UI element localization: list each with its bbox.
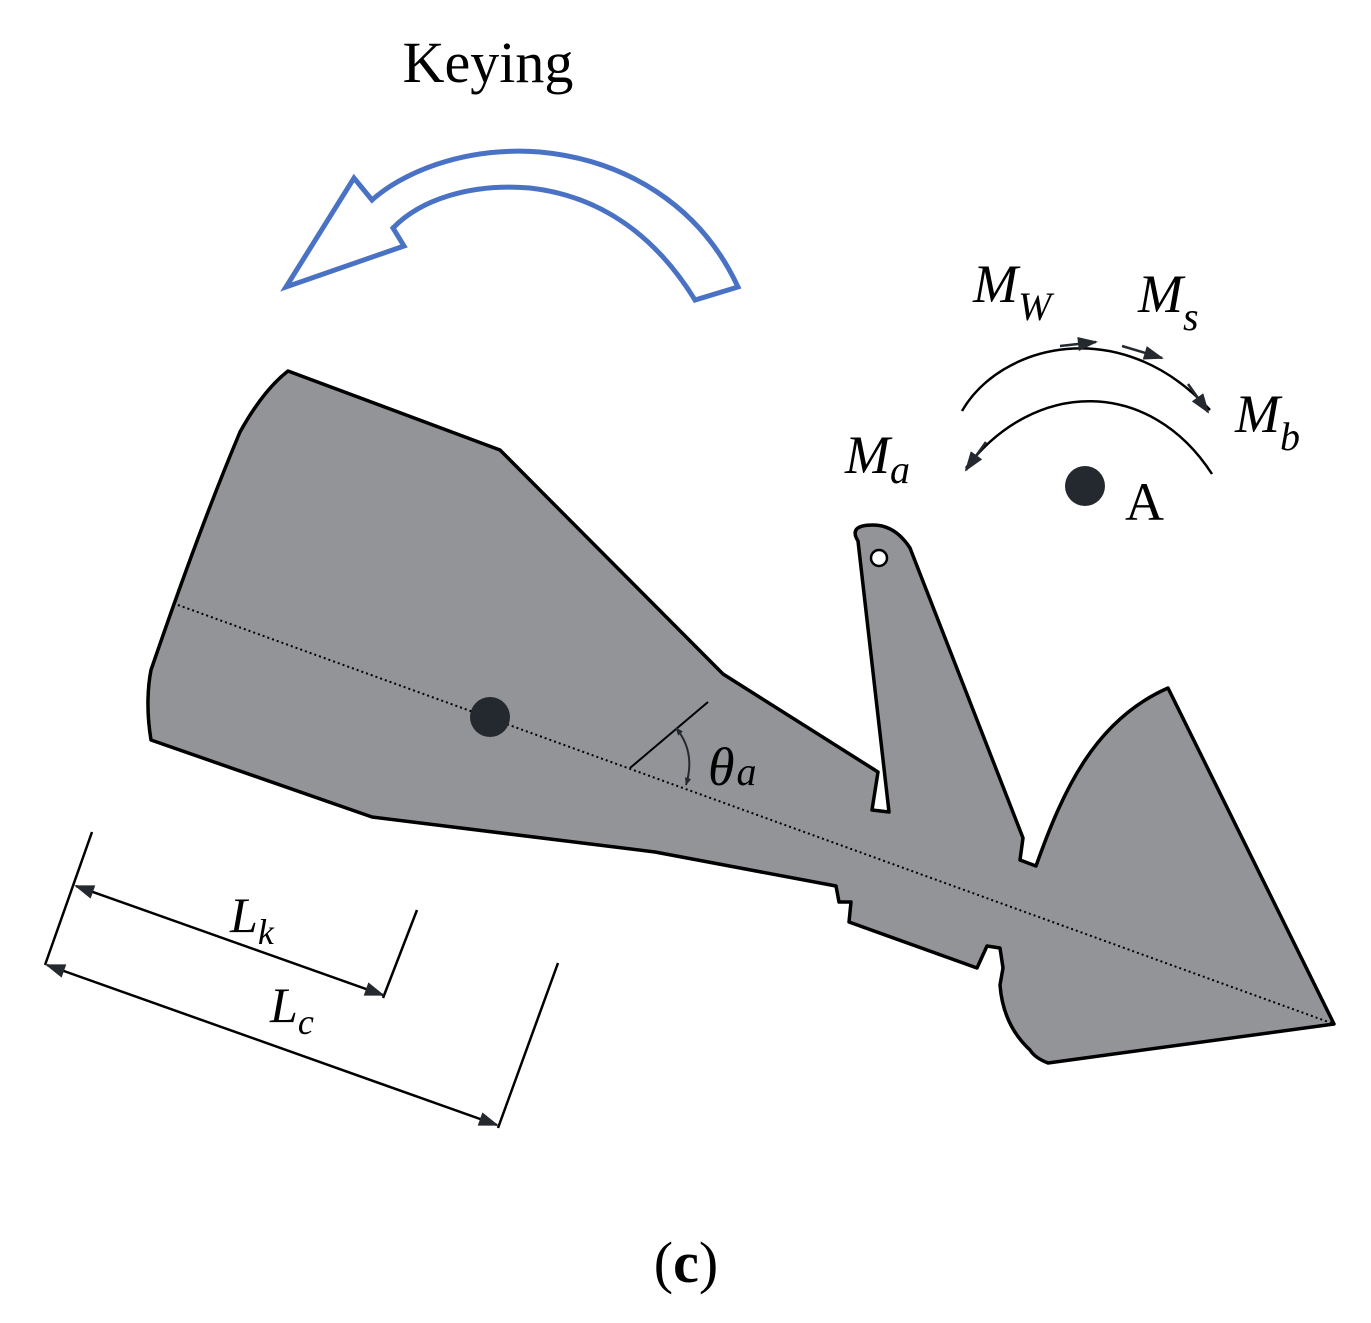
moment-label-mb: Mb	[1234, 384, 1300, 459]
figure-caption: (c)	[654, 1230, 718, 1295]
anchor-body	[146, 369, 1336, 1065]
theta-angle-arc	[675, 727, 692, 786]
center-of-gravity-marker	[470, 697, 510, 737]
dimension-extension-lc	[496, 962, 560, 1129]
point-a-marker	[1065, 466, 1105, 506]
moment-label-ma: Ma	[844, 425, 910, 492]
keying-title: Keying	[403, 30, 574, 95]
dimension-extension-left	[43, 831, 94, 966]
point-a-label: A	[1125, 472, 1164, 532]
ms-arrowhead	[1121, 344, 1164, 360]
mw-arrowhead	[1059, 337, 1098, 351]
keying-rotation-arrow	[280, 148, 742, 303]
padeye-hole	[869, 548, 889, 568]
dimension-extension-lk	[381, 909, 419, 999]
ma-arrowhead	[964, 441, 988, 472]
moment-label-mw: MW	[972, 254, 1055, 329]
moment-arc-inner	[965, 400, 1214, 475]
theta-label: θa	[708, 737, 757, 797]
theta-reference-line	[629, 701, 709, 769]
dimension-label-lc: Lc	[269, 977, 314, 1042]
moment-arc-outer	[960, 347, 1211, 412]
mb-arrowhead	[1186, 383, 1210, 414]
dimension-label-lk: Lk	[229, 887, 275, 952]
moment-label-ms: Ms	[1137, 264, 1199, 339]
dimension-line-lc	[45, 963, 499, 1127]
